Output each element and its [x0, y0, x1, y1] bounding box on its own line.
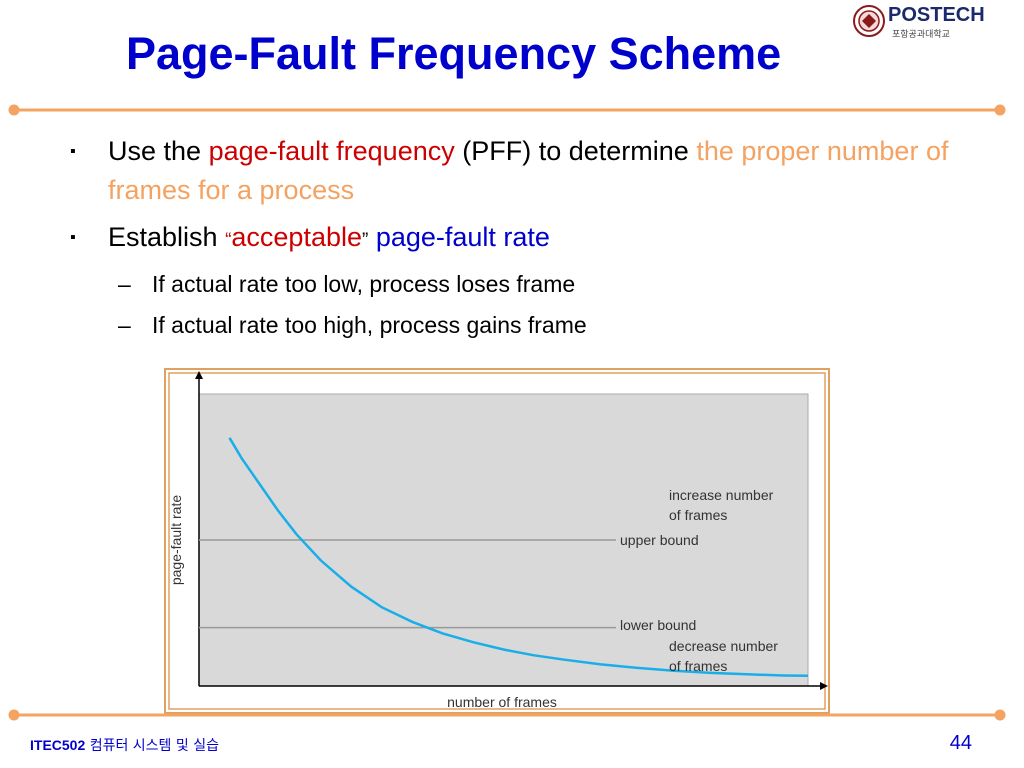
annotation-increase-1: increase number — [669, 487, 774, 503]
bullet-acceptable: ▪ Establish “acceptable” page-fault rate — [70, 218, 950, 260]
course-name: 컴퓨터 시스템 및 실습 — [89, 738, 219, 754]
logo-subtitle: 포항공과대학교 — [892, 30, 950, 40]
chart-inner-border — [168, 372, 826, 710]
quote-close: ” — [362, 230, 369, 251]
highlight-pff: page-fault frequency — [208, 136, 455, 166]
highlight-proper-number: the proper number of frames for a proces… — [108, 136, 949, 205]
bullet-text: (PFF) to determine — [454, 136, 697, 166]
emblem-icon — [853, 5, 885, 37]
bottom-divider — [8, 709, 1006, 721]
bullet-text: Establish — [108, 222, 226, 252]
square-bullet-icon: ▪ — [70, 143, 76, 160]
footer-course: ITEC502 컴퓨터 시스템 및 실습 — [30, 735, 219, 755]
y-axis-arrow-icon — [195, 371, 203, 379]
x-axis-arrow-icon — [820, 682, 828, 690]
bullet-list: ▪ Use the page-fault frequency (PFF) to … — [70, 132, 950, 346]
annotation-decrease-2: of frames — [669, 658, 727, 674]
page-fault-curve — [228, 437, 809, 678]
annotation-decrease-1: decrease number — [669, 638, 778, 654]
postech-logo: POSTECH 포항공과대학교 — [852, 4, 988, 40]
course-code: ITEC502 — [30, 737, 86, 753]
sub-bullet-text: If actual rate too high, process gains f… — [152, 312, 587, 338]
bullet-pff: ▪ Use the page-fault frequency (PFF) to … — [70, 132, 950, 210]
sub-bullet-high: – If actual rate too high, process gains… — [70, 305, 950, 346]
annotation-upper-bound: upper bound — [620, 532, 699, 548]
highlight-acceptable: acceptable — [231, 222, 362, 252]
annotation-lower-bound: lower bound — [620, 617, 696, 633]
slide-title: Page-Fault Frequency Scheme — [126, 28, 782, 79]
logo-name: POSTECH — [888, 4, 985, 26]
square-bullet-icon: ▪ — [70, 229, 76, 246]
annotation-increase-2: of frames — [669, 507, 727, 523]
dash-bullet-icon: – — [118, 271, 131, 297]
highlight-rate: page-fault rate — [368, 222, 550, 252]
page-number: 44 — [949, 732, 972, 754]
y-axis-label: page-fault rate — [168, 495, 184, 585]
top-divider — [8, 104, 1006, 116]
quote-open: “ — [225, 230, 232, 251]
bullet-text: Use the — [108, 136, 209, 166]
pff-chart: page-fault rate number of frames increas… — [164, 368, 830, 714]
dash-bullet-icon: – — [118, 312, 131, 338]
sub-bullet-text: If actual rate too low, process loses fr… — [152, 271, 576, 297]
x-axis-label: number of frames — [447, 694, 557, 710]
sub-bullet-low: – If actual rate too low, process loses … — [70, 264, 950, 305]
